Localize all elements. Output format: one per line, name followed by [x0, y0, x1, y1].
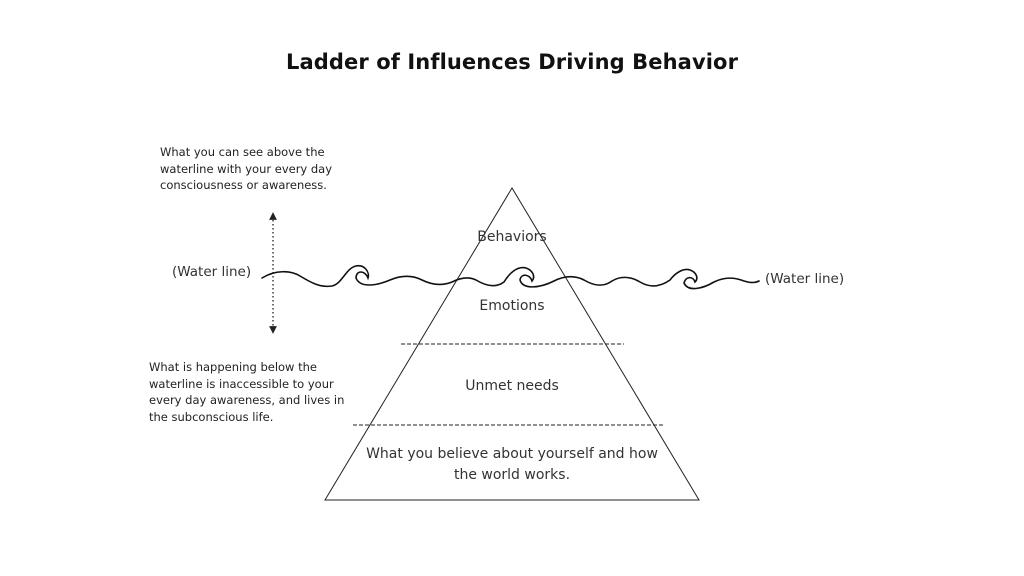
water-line-label-left: (Water line) — [172, 264, 252, 280]
note-above-waterline: What you can see above the waterline wit… — [160, 145, 333, 192]
pyramid-layer-beliefs: What you believe about yourself and how … — [366, 446, 658, 483]
water-line-wave — [261, 264, 760, 290]
water-line-label-right: (Water line) — [765, 271, 845, 287]
note-below-waterline: What is happening below the waterline is… — [149, 360, 345, 424]
pyramid-layer-emotions: Emotions — [479, 298, 545, 314]
page-title: Ladder of Influences Driving Behavior — [285, 50, 739, 74]
pyramid-layer-behaviors: Behaviors — [477, 229, 547, 245]
pyramid-layer-unmet-needs: Unmet needs — [465, 378, 559, 394]
